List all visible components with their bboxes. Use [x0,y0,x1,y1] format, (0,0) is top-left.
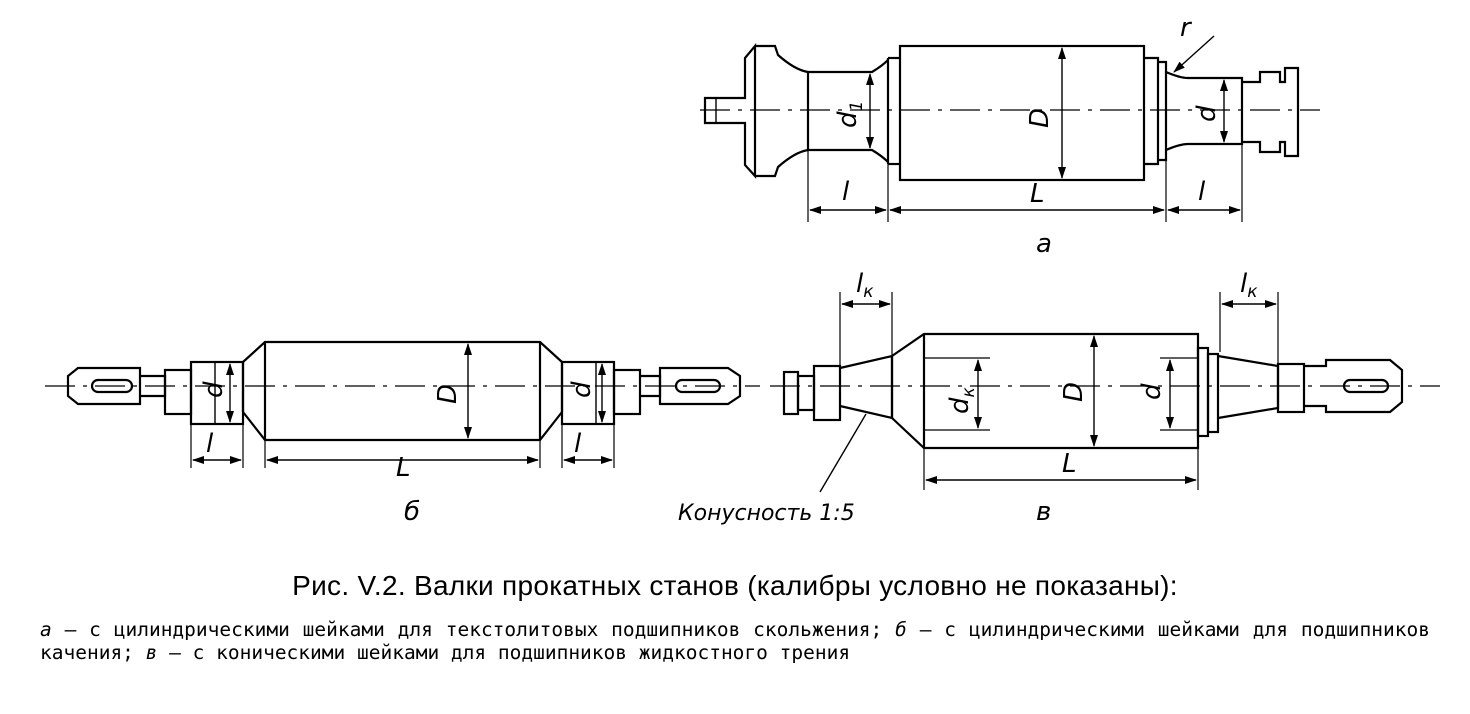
figure-caption: Рис. V.2. Валки прокатных станов (калибр… [292,570,1178,601]
label-b-d-left: d [199,381,229,398]
legend-v-text: — с коническими шейками для подшипников … [157,641,851,664]
roll-v-labels: lк lк dк D d L Конусность 1:5 в [678,269,1258,527]
label-v-taper: Конусность 1:5 [678,501,855,526]
label-a-d1: d1 [833,101,867,128]
legend-a-key: а [40,618,52,641]
roll-b [45,340,760,468]
roll-b-end-left [66,366,142,406]
roll-a-end [1242,66,1300,158]
roll-v-end-right [1304,358,1404,414]
legend-a-text: — с цилиндрическими шейками для текстоли… [51,618,896,641]
label-v-dk: dк [945,386,979,414]
roll-a [700,35,1320,222]
label-a-l-right: l [1198,177,1206,207]
label-a-r: r [1180,13,1193,43]
rolls-figure: d1 D d l L l r а [45,13,1440,527]
roll-v-end-left [782,370,800,416]
label-b-d-right: d [567,381,597,398]
roll-b-barrel [242,340,563,442]
roll-v-cone-left [839,354,894,420]
roll-a-neck-left [808,59,889,163]
label-v-d: d [1137,383,1167,400]
roll-v-cone-right [1217,354,1280,420]
legend-v-key: в [145,641,158,664]
label-b-l-left: l [206,429,214,459]
roll-a-neck-right [1144,56,1244,166]
label-b-sub: б [404,497,420,527]
roll-a-labels: d1 D d l L l r а [833,13,1222,259]
label-a-L: L [1030,179,1045,209]
label-b-L: L [396,453,411,483]
roll-a-barrel [898,44,1146,182]
roll-a-wobbler [703,42,757,179]
roll-b-labels: d D d l L l б [199,381,597,527]
legend-b-key: б [895,618,907,641]
roll-b-end-right [658,366,742,406]
roll-a-flange [755,44,810,178]
label-v-lk-left: lк [856,269,874,302]
label-v-sub: в [1036,497,1051,527]
label-v-D: D [1059,382,1089,402]
label-a-sub: а [1036,229,1052,259]
label-v-L: L [1062,449,1077,479]
roll-v [770,292,1440,493]
legend-b-text: — с цилиндрическими шейками для подшипни… [40,618,1430,664]
label-b-l-right: l [574,429,582,459]
label-a-D: D [1025,108,1055,128]
figure-legend: а — с цилиндрическими шейками для тексто… [40,618,1430,664]
label-b-D: D [433,384,463,404]
label-v-lk-right: lк [1240,269,1258,302]
label-a-l-left: l [842,177,850,207]
label-a-d: d [1192,105,1222,122]
